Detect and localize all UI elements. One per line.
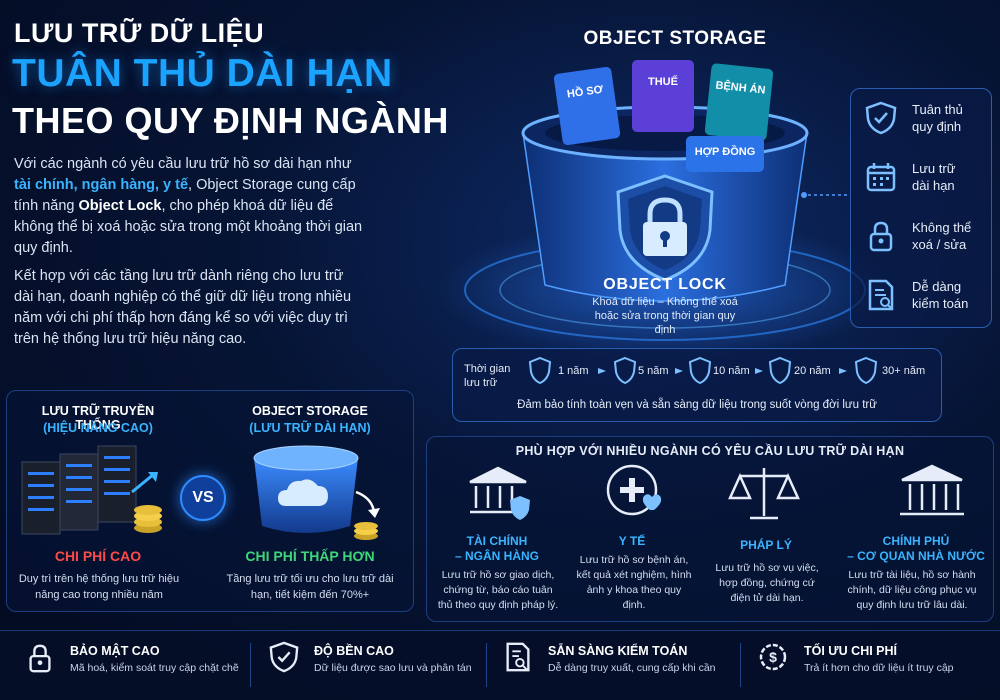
industries-panel: [426, 436, 994, 622]
lock-icon: [869, 221, 893, 252]
object-lock-description: Khoá dữ liệu – Không thể xoá hoặc sửa tr…: [592, 296, 738, 336]
connector-line: [801, 192, 850, 198]
shield-check-icon: [269, 641, 299, 673]
benefit-audit-title: SẴN SÀNG KIỂM TOÁN: [548, 644, 688, 658]
divider: [740, 643, 741, 687]
bottom-benefits-bar: [0, 630, 1000, 700]
industries-title: PHÙ HỢP VỚI NHIỀU NGÀNH CÓ YÊU CẦU LƯU T…: [515, 444, 905, 458]
retention-step-5: 5 năm: [638, 365, 669, 377]
benefit-cost-title: TỐI ƯU CHI PHÍ: [804, 644, 898, 658]
retention-footer: Đảm bảo tính toàn vẹn và sẵn sàng dữ liệ…: [517, 399, 877, 411]
title-line-1: LƯU TRỮ DỮ LIỆU: [14, 18, 265, 48]
search-doc-icon: [506, 642, 530, 672]
traditional-storage-title: LƯU TRỮ TRUYỀN THỐNG: [41, 404, 155, 432]
benefit-durability-title: ĐỘ BỀN CAO: [314, 644, 394, 658]
intro-paragraph-1: Với các ngành có yêu cầu lưu trữ hồ sơ d…: [14, 156, 363, 256]
retention-step-30-plus: 30+ năm: [882, 365, 926, 377]
divider: [486, 643, 487, 687]
benefit-durability-desc: Dữ liệu được sao lưu và phân tán: [314, 662, 472, 674]
title-line-2: TUÂN THỦ DÀI HẠN: [12, 52, 393, 95]
calendar-icon: [866, 163, 896, 192]
industry-legal-desc: Lưu trữ hồ sơ vụ việc, hợp đồng, chứng c…: [715, 562, 819, 604]
document-contract: HỢP ĐỒNG: [686, 136, 764, 172]
document-records: HỒ SƠ: [553, 66, 621, 146]
versus-badge: VS: [180, 475, 226, 521]
traditional-storage-subtitle: (HIỆU NĂNG CAO): [43, 421, 153, 435]
document-medical: BỆNH ÁN: [704, 62, 774, 142]
audit-doc-icon: [868, 279, 894, 311]
industry-government-name: CHÍNH PHỦ– CƠ QUAN NHÀ NƯỚC: [847, 534, 985, 563]
high-cost-label: CHI PHÍ CAO: [54, 548, 142, 564]
object-storage-compare-title: OBJECT STORAGE: [252, 404, 368, 418]
industry-icons: [469, 464, 964, 520]
title-line-3: THEO QUY ĐỊNH NGÀNH: [12, 100, 449, 141]
divider: [250, 643, 251, 687]
intro-paragraph-2: Kết hợp với các tầng lưu trữ dành riêng …: [14, 268, 352, 347]
object-storage-compare-subtitle: (LƯU TRỮ DÀI HẠN): [249, 421, 371, 435]
svg-text:$: $: [769, 649, 777, 665]
shield-lock-icon: [616, 174, 714, 282]
benefit-security-desc: Mã hoá, kiểm soát truy cập chặt chẽ: [70, 662, 239, 674]
benefit-security-title: BẢO MẬT CAO: [70, 644, 160, 658]
server-rack-icon: [21, 445, 162, 535]
lower-cost-label: CHI PHÍ THẤP HƠN: [245, 548, 375, 564]
storage-bucket-cloud-icon: [253, 445, 380, 540]
retention-steps: [528, 356, 878, 385]
retention-step-20: 20 năm: [794, 365, 831, 377]
traditional-cost-description: Duy trì trên hệ thống lưu trữ hiệu năng …: [18, 573, 180, 601]
features-panel: [850, 88, 992, 328]
retention-step-10: 10 năm: [713, 365, 750, 377]
object-storage-title: OBJECT STORAGE: [583, 28, 767, 49]
industry-health-name: Y TẾ: [618, 534, 646, 548]
retention-step-1: 1 năm: [558, 365, 589, 377]
document-tax: THUẾ: [632, 60, 694, 132]
industry-government-desc: Lưu trữ tài liệu, hồ sơ hành chính, dữ l…: [847, 569, 977, 611]
industry-legal-name: PHÁP LÝ: [740, 538, 792, 552]
object-storage-cost-description: Tầng lưu trữ tối ưu cho lưu trữ dài hạn,…: [226, 573, 394, 601]
benefit-audit-desc: Dễ dàng truy xuất, cung cấp khi cần: [548, 662, 716, 674]
shield-check-icon: [865, 101, 897, 135]
industry-health-desc: Lưu trữ hồ sơ bệnh án, kết quả xét nghiệ…: [576, 554, 692, 611]
lock-icon: [29, 644, 51, 673]
industry-finance-name: TÀI CHÍNH– NGÂN HÀNG: [454, 534, 539, 563]
object-lock-title: OBJECT LOCK: [603, 276, 727, 293]
cost-gear-icon: $: [759, 643, 787, 671]
benefit-cost-desc: Trả ít hơn cho dữ liệu ít truy cập: [804, 662, 954, 674]
industry-finance-desc: Lưu trữ hồ sơ giao dịch, chứng từ, báo c…: [437, 569, 559, 611]
